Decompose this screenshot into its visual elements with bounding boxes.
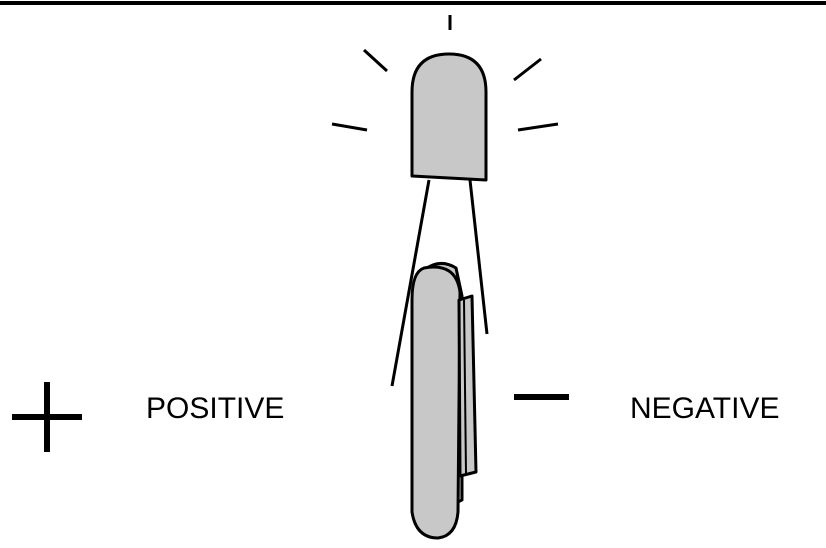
negative-label: NEGATIVE [630, 392, 780, 425]
coin-battery [410, 262, 478, 540]
light-ray-right [517, 122, 559, 132]
light-rays [331, 15, 559, 132]
light-ray-upper-right [513, 57, 542, 82]
led-lead-left [390, 179, 431, 387]
light-ray-upper-left [362, 48, 389, 73]
positive-label: POSITIVE [146, 392, 285, 425]
led-bulb [410, 52, 488, 182]
battery-body [410, 265, 462, 540]
battery-contact-plate [457, 294, 478, 478]
battery-plate-edge [463, 299, 467, 475]
plus-icon [12, 382, 82, 452]
light-ray-left [331, 122, 368, 132]
led-lead-right [468, 179, 489, 335]
